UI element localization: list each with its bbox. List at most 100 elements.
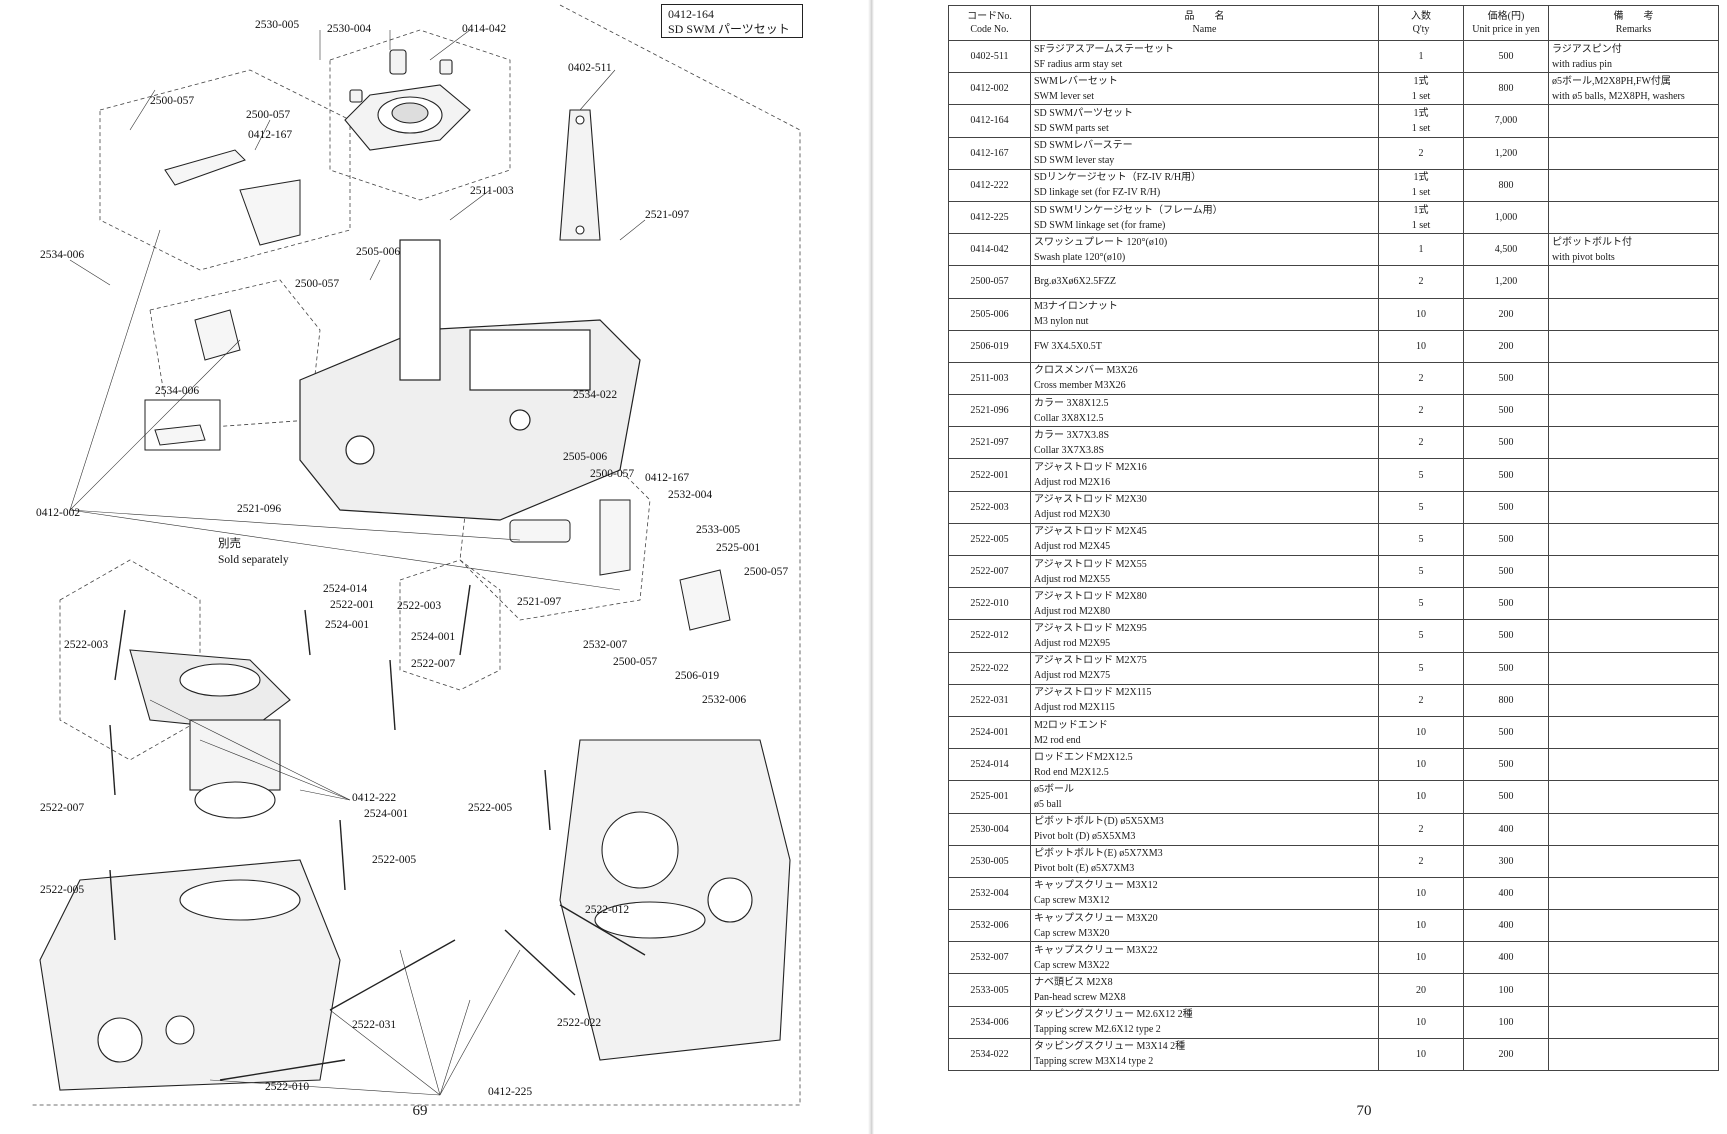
callout-label: 2532-004 (668, 489, 712, 501)
cell-code: 0414-042 (948, 233, 1031, 267)
cell-remarks (1548, 587, 1719, 621)
cell-qty: 2 (1378, 265, 1464, 299)
cell-name-en: Collar 3X7X3.8S (1034, 444, 1104, 456)
cell-qty-primary: 10 (1416, 887, 1426, 899)
callout-label: 2522-003 (397, 600, 441, 612)
cell-name-ja: SDリンケージセット（FZ-IV R/H用） (1034, 172, 1202, 184)
callout-label: 2500-057 (150, 95, 194, 107)
cell-qty-primary: 10 (1416, 791, 1426, 803)
cell-remarks (1548, 683, 1719, 717)
cell-qty-primary: 5 (1418, 662, 1424, 674)
callout-label: 2532-006 (702, 694, 746, 706)
cell-price: 500 (1463, 39, 1549, 74)
parts-set-code: 0412-164 (668, 7, 714, 21)
callout-label: 2524-001 (411, 631, 455, 643)
cell-qty: 10 (1378, 748, 1464, 782)
cell-qty-primary: 10 (1416, 759, 1426, 771)
cell-remarks (1548, 748, 1719, 782)
cell-price: 500 (1463, 748, 1549, 782)
cell-name-en: M3 nylon nut (1034, 316, 1089, 328)
cell-price: 1,000 (1463, 200, 1549, 235)
callout-label: 2530-005 (255, 19, 299, 31)
cell-qty-primary: 1式 (1413, 107, 1429, 119)
cell-name-ja: キャップスクリュー M3X12 (1034, 880, 1158, 892)
cell-name-en: Adjust rod M2X55 (1034, 573, 1111, 585)
cell-qty-primary: 2 (1418, 147, 1424, 159)
cell-name-ja: カラー 3X8X12.5 (1034, 397, 1109, 409)
callout-label: 2521-097 (645, 209, 689, 221)
cell-qty-secondary: 1 set (1411, 90, 1431, 102)
sold-separately-ja: 別売 (218, 537, 241, 550)
cell-price: 100 (1463, 1005, 1549, 1039)
cell-name-en: SWM lever set (1034, 90, 1094, 102)
cell-name-en: SD SWM parts set (1034, 122, 1109, 134)
cell-name-ja: アジャストロッド M2X115 (1034, 687, 1152, 699)
cell-remarks (1548, 909, 1719, 943)
cell-qty-primary: 10 (1416, 340, 1426, 352)
cell-name-ja: SD SWMリンケージセット（フレーム用） (1034, 204, 1223, 216)
cell-qty-primary: 5 (1418, 469, 1424, 481)
cell-code: 0412-002 (948, 72, 1031, 106)
cell-qty-primary: 1 (1418, 244, 1424, 256)
cell-code: 0412-164 (948, 104, 1031, 138)
cell-name-en: Adjust rod M2X95 (1034, 637, 1111, 649)
cell-qty: 10 (1378, 1005, 1464, 1039)
cell-name-ja: Brg.ø3Xø6X2.5FZZ (1034, 276, 1117, 288)
cell-qty: 5 (1378, 554, 1464, 589)
cell-qty: 10 (1378, 297, 1464, 331)
callout-label: 2522-003 (64, 639, 108, 651)
callout-label: 2521-097 (517, 596, 561, 608)
header-code: コードNo.Code No. (948, 5, 1031, 41)
cell-name-ja: アジャストロッド M2X95 (1034, 622, 1147, 634)
cell-qty: 1式 1 set (1378, 104, 1464, 138)
cell-name-en: Collar 3X8X12.5 (1034, 412, 1104, 424)
cell-qty-primary: 20 (1416, 984, 1426, 996)
callout-label: 2524-001 (364, 808, 408, 820)
callout-label: 2534-006 (155, 385, 199, 397)
cell-code: 0412-167 (948, 136, 1031, 170)
cell-name-ja: SD SWMパーツセット (1034, 107, 1133, 119)
cell-code: 2534-006 (948, 1005, 1031, 1039)
cell-code: 2500-057 (948, 265, 1031, 299)
cell-name: Brg.ø3Xø6X2.5FZZ (1030, 265, 1379, 299)
cell-qty: 10 (1378, 909, 1464, 943)
cell-name-en: Adjust rod M2X16 (1034, 477, 1111, 489)
cell-qty-primary: 5 (1418, 501, 1424, 513)
cell-qty-primary: 1式 (1413, 172, 1429, 184)
radius-arm-stay (559, 109, 601, 241)
cell-qty-secondary: 1 set (1411, 122, 1431, 134)
cell-qty: 1 (1378, 233, 1464, 267)
cell-remarks (1548, 941, 1719, 975)
cell-remarks (1548, 104, 1719, 138)
cell-remarks (1548, 329, 1719, 363)
cell-remarks (1548, 780, 1719, 814)
cell-code: 2522-031 (948, 683, 1031, 717)
cell-code: 2522-022 (948, 651, 1031, 685)
cell-remarks (1548, 490, 1719, 524)
page-number: 69 (412, 1103, 428, 1119)
cell-name-ja: タッピングスクリュー M3X14 2種 (1034, 1041, 1186, 1053)
cell-price: 7,000 (1463, 104, 1549, 138)
cell-remarks-ja: ラジアスピン付 (1552, 43, 1622, 55)
cell-qty-primary: 5 (1418, 630, 1424, 642)
cell-code: 2505-006 (948, 297, 1031, 331)
cell-qty: 5 (1378, 490, 1464, 524)
cell-remarks (1548, 265, 1719, 299)
cell-code: 2522-001 (948, 458, 1031, 492)
